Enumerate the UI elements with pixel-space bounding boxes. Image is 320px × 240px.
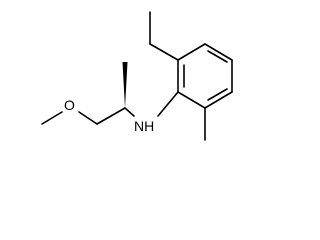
chemical-structure-diagram: NH O (41, 11, 233, 141)
ring-double-bond-inner (207, 50, 228, 63)
ring-bond (177, 91, 206, 109)
ethyl-group (149, 11, 179, 61)
ring-nitrogen-bond (157, 91, 179, 117)
ring-double-bond-inner (207, 88, 228, 101)
oxygen-methyl-bond (41, 111, 63, 125)
nitrogen-label: NH (134, 118, 154, 134)
ethyl-bond (149, 43, 179, 61)
oxygen-label: O (64, 97, 75, 113)
ring-bond (177, 43, 206, 61)
ring-bond (204, 91, 233, 109)
chiral-nitrogen-bond (124, 107, 135, 117)
stereo-wedge-bond (122, 62, 128, 108)
chiral-ch2-bond (96, 107, 126, 125)
ch2-oxygen-bond (78, 111, 98, 125)
benzene-ring (177, 43, 233, 109)
ring-bond (204, 43, 233, 61)
